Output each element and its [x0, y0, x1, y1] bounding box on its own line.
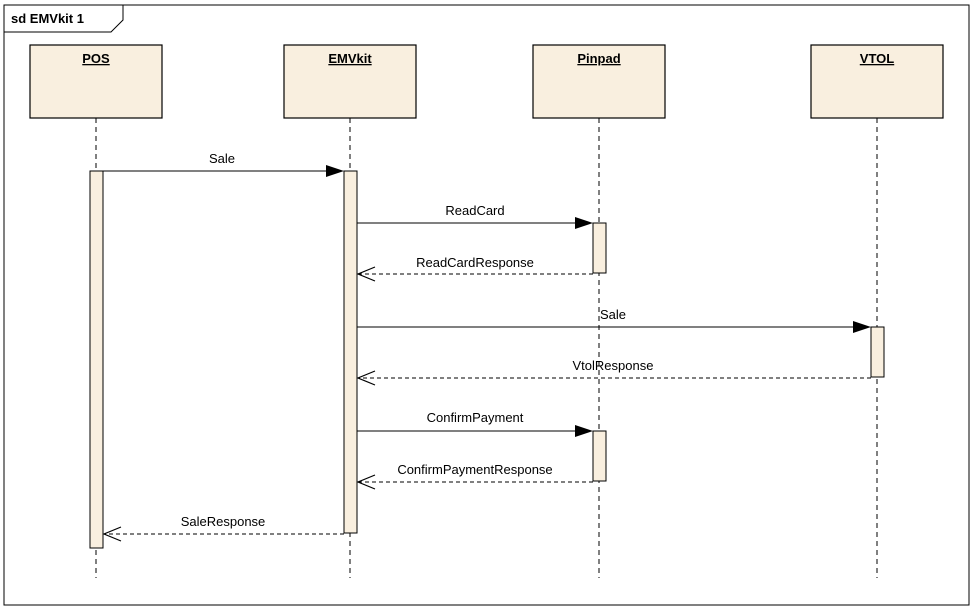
lifeline-box — [810, 44, 944, 119]
lifeline-label: EMVkit — [328, 51, 372, 66]
lifeline-box — [29, 44, 163, 119]
message-vtol-response[interactable]: VtolResponse — [356, 358, 871, 386]
activation-bar-pos — [89, 170, 104, 549]
message-label: VtolResponse — [573, 358, 654, 373]
message-label: ReadCardResponse — [416, 255, 534, 270]
lifeline-pos[interactable]: POS — [29, 44, 163, 119]
activation-bar-pinpad-2 — [592, 430, 607, 482]
message-label: ConfirmPayment — [427, 410, 524, 425]
message-label: SaleResponse — [181, 514, 266, 529]
diagram-frame — [3, 4, 970, 606]
lifeline-label: Pinpad — [577, 51, 620, 66]
open-arrowhead-icon — [356, 474, 376, 490]
lifeline-vtol[interactable]: VTOL — [810, 44, 944, 119]
lifeline-pinpad[interactable]: Pinpad — [532, 44, 666, 119]
frame-title: sd EMVkit 1 — [11, 11, 84, 26]
lifeline-emvkit[interactable]: EMVkit — [283, 44, 417, 119]
activation-bar-pinpad-1 — [592, 222, 607, 274]
lifeline-label: POS — [82, 51, 110, 66]
arrowhead-icon — [575, 217, 593, 229]
arrowhead-icon — [575, 425, 593, 437]
message-confirm-payment[interactable]: ConfirmPayment — [357, 410, 593, 437]
message-sale-response[interactable]: SaleResponse — [102, 514, 344, 542]
message-label: Sale — [209, 151, 235, 166]
activation-bar-emvkit — [343, 170, 358, 534]
frame-tab — [3, 4, 124, 33]
message-confirm-payment-response[interactable]: ConfirmPaymentResponse — [356, 462, 593, 490]
lifeline-box — [283, 44, 417, 119]
open-arrowhead-icon — [102, 526, 122, 542]
message-label: ConfirmPaymentResponse — [397, 462, 552, 477]
open-arrowhead-icon — [356, 266, 376, 282]
arrowhead-icon — [326, 165, 344, 177]
open-arrowhead-icon — [356, 370, 376, 386]
lifeline-box — [532, 44, 666, 119]
message-readcard[interactable]: ReadCard — [357, 203, 593, 229]
message-sale[interactable]: Sale — [103, 151, 344, 177]
message-label: ReadCard — [445, 203, 504, 218]
arrowhead-icon — [853, 321, 871, 333]
message-readcard-response[interactable]: ReadCardResponse — [356, 255, 593, 282]
message-sale-vtol[interactable]: Sale — [357, 307, 871, 333]
lifeline-label: VTOL — [860, 51, 894, 66]
message-label: Sale — [600, 307, 626, 322]
activation-bar-vtol — [870, 326, 885, 378]
